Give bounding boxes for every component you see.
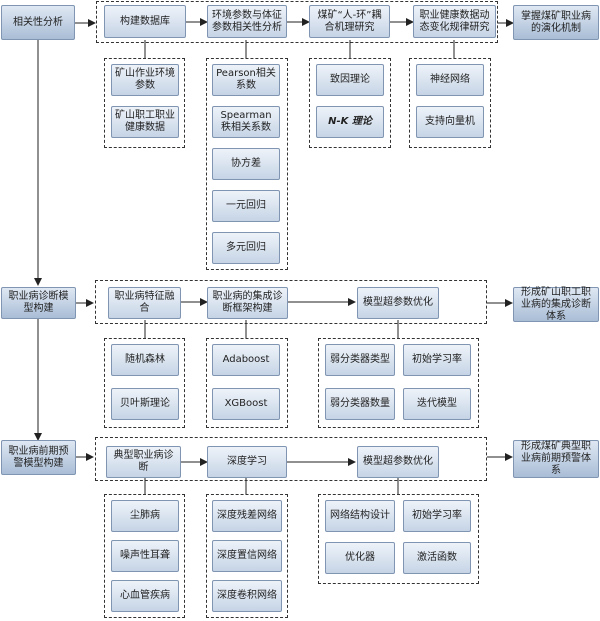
r2c1-group [104, 338, 185, 428]
r1c3-group [309, 58, 391, 148]
r2c3-group [318, 338, 479, 428]
r3c3-sub-2: 初始学习率 [403, 500, 471, 532]
r1c1-sub-1: 矿山作业环境参数 [111, 64, 179, 96]
row1-result: 掌握煤矿职业病的演化机制 [513, 5, 599, 40]
row1-col1: 构建数据库 [104, 5, 186, 38]
row3-col3: 模型超参数优化 [357, 446, 439, 478]
row1-label: 相关性分析 [1, 5, 75, 40]
row3-label: 职业病前期预警模型构建 [1, 440, 76, 475]
r1c4-group [409, 58, 491, 148]
r2c3-sub-1: 弱分类器类型 [325, 344, 395, 376]
r3c3-sub-4: 激活函数 [403, 542, 471, 574]
row3-frame [95, 437, 487, 481]
r2c3-sub-2: 初始学习率 [403, 344, 471, 376]
r1c3-sub-1: 致因理论 [316, 64, 384, 96]
row2-col2: 职业病的集成诊断框架构建 [207, 287, 288, 319]
r2c2-sub-2: XGBoost [212, 388, 280, 420]
r1c2-sub-1: Pearson相关系数 [212, 64, 280, 96]
r3c2-sub-1: 深度残差网络 [212, 500, 282, 532]
r3c1-sub-3: 心血管疾病 [111, 580, 179, 612]
r1c4-sub-1: 神经网络 [416, 64, 484, 96]
r2c3-sub-4: 迭代模型 [403, 388, 471, 420]
row1-col3: 煤矿“人-环”耦合机理研究 [309, 5, 390, 38]
r3c3-group [318, 494, 479, 584]
r1c1-group [104, 58, 185, 148]
row1-frame [96, 1, 498, 43]
r3c2-group [206, 494, 288, 618]
row3-col2: 深度学习 [207, 446, 287, 478]
r1c2-sub-4: 一元回归 [212, 190, 280, 222]
row2-col1: 职业病特征融合 [108, 287, 181, 319]
r2c1-sub-2: 贝叶斯理论 [111, 388, 179, 420]
r3c1-sub-2: 噪声性耳聋 [111, 540, 179, 572]
r3c3-sub-1: 网络结构设计 [325, 500, 395, 532]
row3-result: 形成煤矿典型职业病前期预警体系 [513, 440, 599, 478]
r3c1-group [104, 494, 185, 618]
r1c2-group [206, 58, 288, 270]
row1-col2: 环境参数与体征参数相关性分析 [207, 5, 287, 38]
r1c4-sub-2: 支持向量机 [416, 106, 484, 138]
row2-label: 职业病诊断模型构建 [1, 287, 76, 319]
r1c3-sub-2: N-K 理论 [316, 106, 384, 138]
row2-result: 形成矿山职工职业病的集成诊断体系 [513, 287, 599, 322]
r2c1-sub-1: 随机森林 [111, 344, 179, 376]
row1-col4: 职业健康数据动态变化规律研究 [413, 5, 496, 38]
r2c3-sub-3: 弱分类器数量 [325, 388, 395, 420]
r1c1-sub-2: 矿山职工职业健康数据 [111, 106, 179, 138]
r3c1-sub-1: 尘肺病 [111, 500, 179, 532]
r3c2-sub-3: 深度卷积网络 [212, 580, 282, 612]
r3c2-sub-2: 深度置信网络 [212, 540, 282, 572]
r2c2-group [206, 338, 288, 428]
r1c2-sub-5: 多元回归 [212, 232, 280, 264]
r2c2-sub-1: Adaboost [212, 344, 280, 376]
row2-col3: 模型超参数优化 [357, 287, 439, 319]
r1c2-sub-2: Spearman秩相关系数 [212, 106, 280, 138]
row2-frame [95, 280, 487, 324]
r3c3-sub-3: 优化器 [325, 542, 395, 574]
row3-col1: 典型职业病诊断 [106, 446, 181, 478]
r1c2-sub-3: 协方差 [212, 148, 280, 180]
